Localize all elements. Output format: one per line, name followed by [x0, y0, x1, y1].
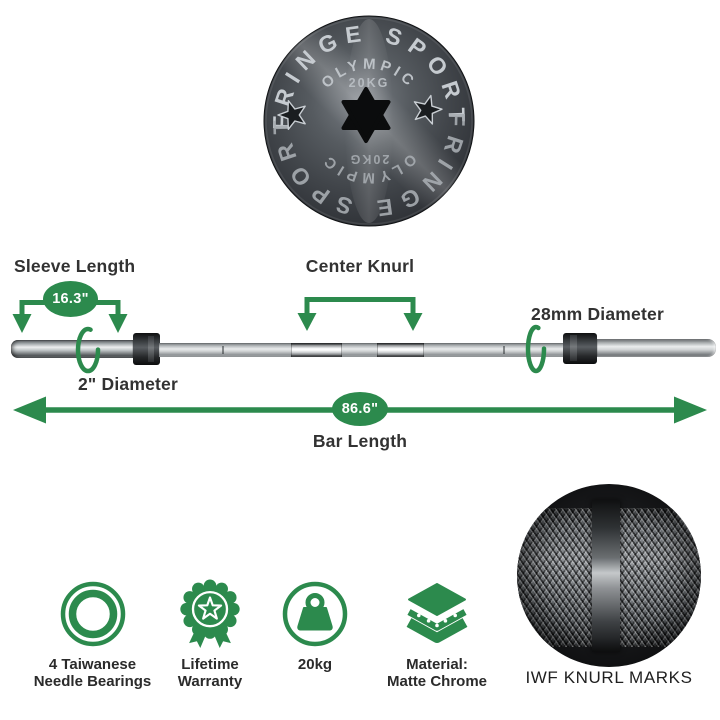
- feature-label: Material: Matte Chrome: [387, 656, 487, 690]
- feature-label-line1: 4 Taiwanese: [48, 656, 137, 673]
- endcap-rim: [265, 17, 473, 225]
- bar-length-value-badge: 86.6": [332, 392, 388, 426]
- feature-material: Material: Matte Chrome: [362, 579, 512, 690]
- needle-bearings-rings-icon: [60, 581, 125, 647]
- weight-icon: [282, 581, 348, 647]
- feature-label-line1: 20kg: [297, 656, 333, 673]
- badge-inner-ring: [191, 590, 229, 628]
- sleeve-diameter-label: 2" Diameter: [78, 374, 178, 394]
- material-layers-icon: [406, 583, 468, 643]
- sleeve-length-value-badge: 16.3": [43, 281, 98, 317]
- shaft-diameter-label: 28mm Diameter: [531, 304, 664, 324]
- collar-groove: [148, 335, 155, 362]
- feature-label-line2: Matte Chrome: [386, 673, 487, 690]
- badge-scallop: [180, 579, 240, 639]
- knurl-closeup-photo: [517, 484, 701, 667]
- feature-bar-weight: 20kg: [270, 579, 360, 673]
- badge-star-icon: [197, 596, 223, 620]
- knurl-photo-caption: IWF KNURL MARKS: [525, 668, 693, 687]
- center-knurl-band-right: [377, 343, 424, 357]
- feature-label-line2: Warranty: [177, 673, 243, 690]
- six-pointed-star-icon: [341, 87, 391, 143]
- feature-lifetime-warranty: Lifetime Warranty: [150, 579, 270, 690]
- center-knurl-bracket: [304, 297, 416, 316]
- knurl-ring-mark: [222, 345, 224, 354]
- center-knurl-band-left: [291, 343, 342, 357]
- feature-label-line1: Lifetime: [181, 656, 239, 673]
- barbell-endcap-image: FRINGE SPORT OLYMPIC 20KG FRINGE SPORT O…: [263, 15, 475, 227]
- endcap-weight-text: 20KG: [349, 76, 390, 90]
- barbell-right-sleeve: [597, 339, 716, 357]
- feature-label-line2: Needle Bearings: [33, 673, 152, 690]
- endcap-weight-text-mirrored: 20KG: [349, 152, 390, 166]
- sleeve-length-value: 16.3": [52, 291, 89, 307]
- barbell-shaft: [159, 343, 565, 357]
- feature-needle-bearings: 4 Taiwanese Needle Bearings: [25, 579, 160, 690]
- bar-length-label: Bar Length: [312, 431, 408, 451]
- left-star-icon: [277, 100, 306, 130]
- center-knurl-label: Center Knurl: [305, 256, 415, 276]
- feature-label-line1: Material:: [406, 656, 468, 673]
- knurl-ring-mark: [503, 345, 505, 354]
- right-star-icon: [413, 94, 443, 125]
- sleeve-length-label: Sleeve Length: [14, 256, 136, 276]
- center-knurl-bracket-arrowheads: [297, 313, 423, 331]
- photo-vignette: [517, 484, 701, 667]
- barbell-left-collar: [133, 333, 160, 365]
- collar-groove: [569, 335, 578, 362]
- feature-label: 20kg: [298, 656, 332, 673]
- barbell-right-collar: [563, 332, 597, 364]
- feature-label: 4 Taiwanese Needle Bearings: [34, 656, 152, 690]
- feature-label: Lifetime Warranty: [178, 656, 242, 690]
- bar-length-value: 86.6": [341, 401, 379, 417]
- layer-dots: [417, 613, 457, 628]
- barbell-left-sleeve: [11, 340, 133, 358]
- warranty-badge-icon: [180, 579, 240, 649]
